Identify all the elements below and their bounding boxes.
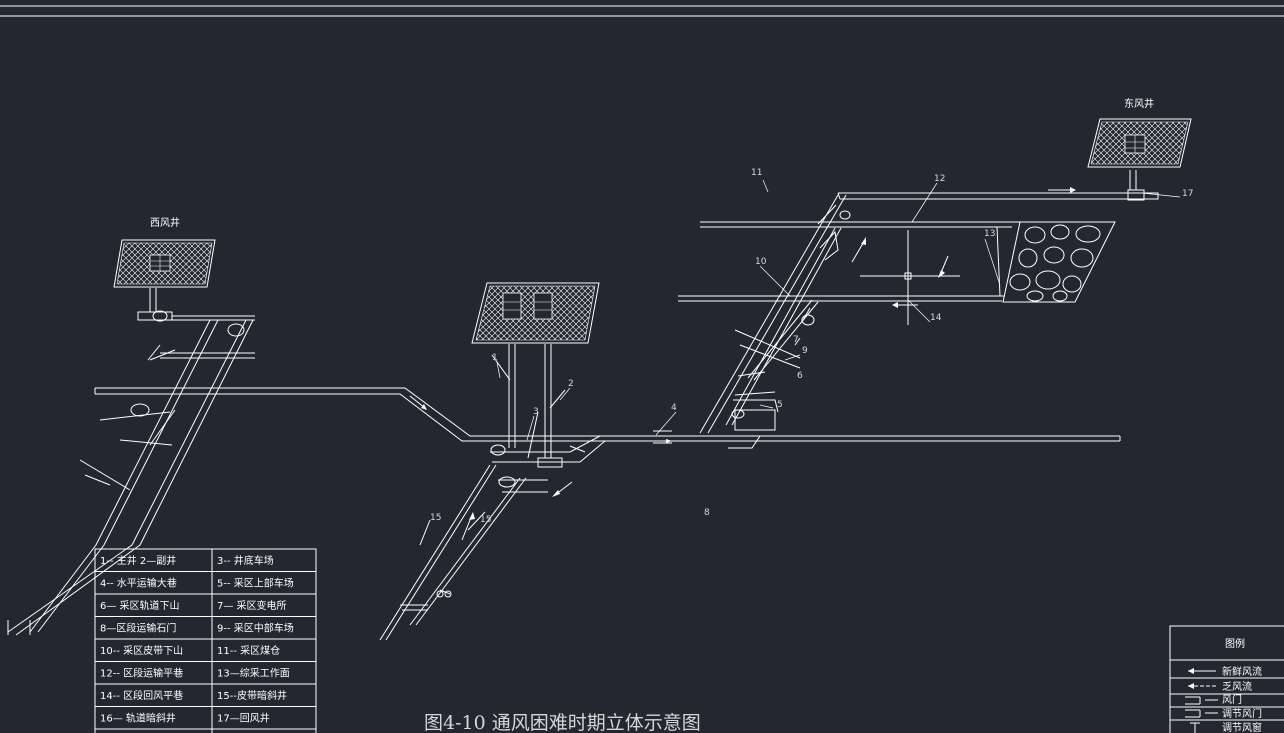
legend-item-4: 调节风窗 <box>1222 721 1262 733</box>
label-6: 6 <box>797 371 803 381</box>
key-table-cell: 6— 采区轨道下山 <box>100 599 180 612</box>
label-2: 2 <box>568 379 574 389</box>
goaf-rock-area <box>1002 221 1116 303</box>
key-table-cell: 15--皮带暗斜井 <box>217 689 287 702</box>
label-11: 11 <box>751 168 762 178</box>
diagram-caption: 图4-10 通风困难时期立体示意图 <box>424 712 701 733</box>
key-table-cell: 13—综采工作面 <box>217 667 290 680</box>
regulating-window-icon <box>1190 722 1200 733</box>
legend-item-0: 新鲜风流 <box>1222 665 1262 678</box>
legend-item-1: 乏风流 <box>1222 680 1252 693</box>
key-table-cell: 11-- 采区煤仓 <box>217 644 280 657</box>
legend-box: 图例 新鲜风流 乏风流 风门 调节风门 调节风窗 <box>1169 625 1284 733</box>
label-5: 5 <box>777 400 783 410</box>
key-table-cell: 8—区段运输石门 <box>100 622 176 635</box>
label-3: 3 <box>533 407 539 417</box>
key-table-frame <box>94 548 317 733</box>
air-door-icon <box>1185 696 1218 705</box>
number-labels: 1 2 3 4 5 6 7 8 9 10 11 12 13 14 15 15 1… <box>430 168 1193 525</box>
label-10: 10 <box>755 257 767 267</box>
main-shaft-surface <box>471 282 600 344</box>
west-shaft-label: 西风井 <box>150 216 180 229</box>
label-15b: 15 <box>480 515 491 525</box>
label-4: 4 <box>671 403 677 413</box>
label-1: 1 <box>492 353 498 363</box>
legend-item-3: 调节风门 <box>1222 707 1262 720</box>
district-inclines <box>699 194 866 449</box>
key-table-cell: 1-- 主井 2—副井 <box>100 554 176 567</box>
label-7: 7 <box>793 335 799 345</box>
regulating-door-icon <box>1185 709 1218 718</box>
label-13: 13 <box>984 229 995 239</box>
east-shaft-label: 东风井 <box>1124 97 1154 110</box>
west-shaft-surface <box>113 239 216 288</box>
key-table-cell: 16— 轨道暗斜井 <box>100 712 176 725</box>
working-face <box>860 226 1001 325</box>
label-8: 8 <box>704 508 710 518</box>
east-shaft-surface <box>1087 118 1192 168</box>
key-table-cell: 14-- 区段回风平巷 <box>100 689 183 702</box>
inclined-shafts-15-16 <box>379 464 573 641</box>
return-air-arrow-icon <box>1188 683 1194 689</box>
key-table-cell: 12-- 区段运输平巷 <box>100 667 183 680</box>
key-table: 1-- 主井 2—副井 3-- 井底车场 4-- 水平运输大巷 5-- 采区上部车场 6… <box>94 548 317 733</box>
key-table-cell: 9-- 采区中部车场 <box>217 622 294 635</box>
key-table-cell: 4-- 水平运输大巷 <box>100 577 177 590</box>
key-table-cell: 5-- 采区上部车场 <box>217 577 294 590</box>
key-table-cell: 17—回风井 <box>217 712 270 725</box>
label-17: 17 <box>1182 189 1193 199</box>
label-12: 12 <box>934 174 945 184</box>
west-inclined-roadways <box>7 319 255 636</box>
legend-item-2: 风门 <box>1222 693 1242 706</box>
key-table-cell: 3-- 井底车场 <box>217 554 274 567</box>
west-shaft-column <box>137 288 255 322</box>
main-haulage-roadway <box>94 387 1121 444</box>
main-and-auxiliary-shafts <box>485 344 606 468</box>
label-9: 9 <box>802 346 808 356</box>
key-table-cell: 7— 采区变电所 <box>217 599 287 612</box>
label-15: 15 <box>430 513 441 523</box>
key-table-cell: 10-- 采区皮带下山 <box>100 644 183 657</box>
section-roadways <box>678 170 1159 308</box>
label-14: 14 <box>930 313 942 323</box>
legend-title: 图例 <box>1225 637 1245 650</box>
fresh-air-arrow-icon <box>1188 668 1194 674</box>
